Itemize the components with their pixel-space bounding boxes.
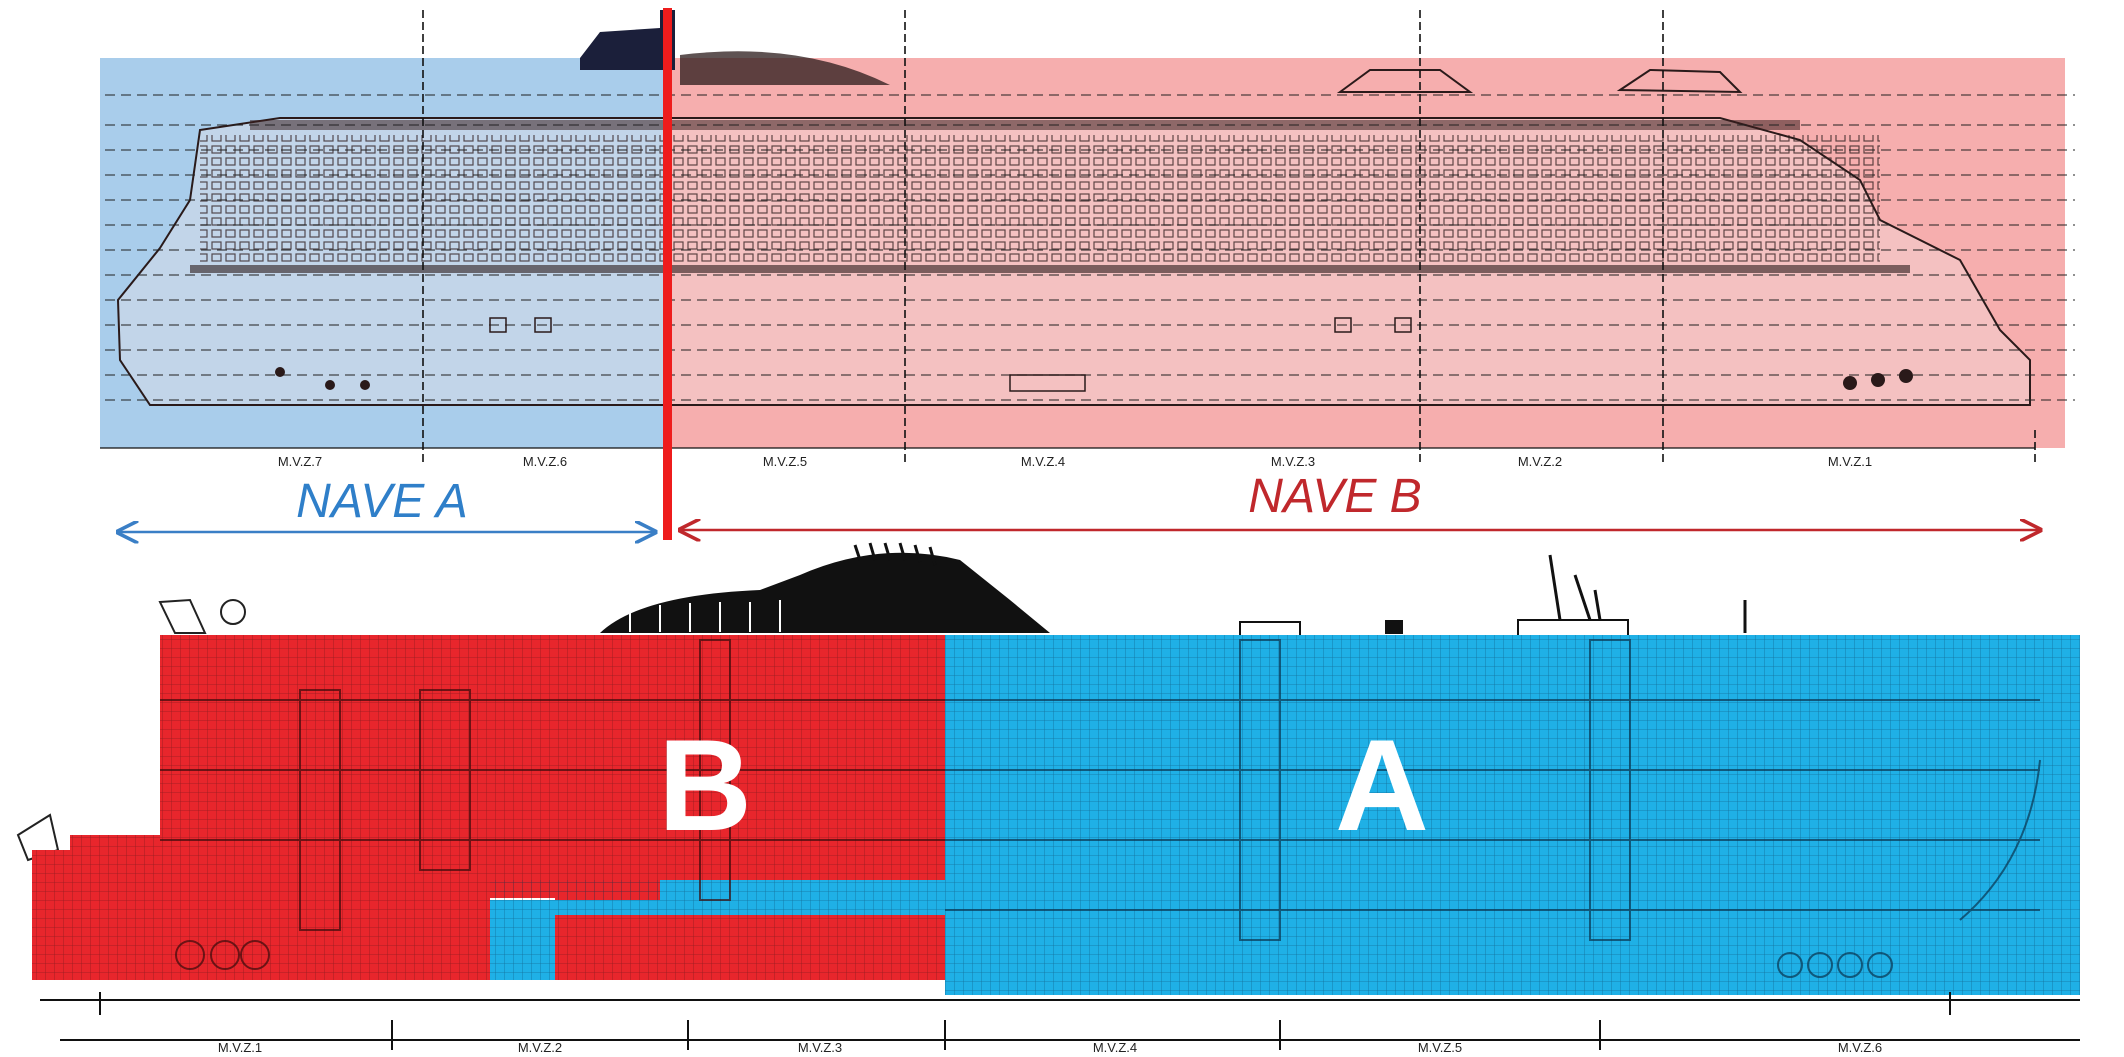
nave-a-label: NAVE A <box>296 475 468 528</box>
top-zone-label: M.V.Z.1 <box>1828 454 1872 469</box>
ship-superstructure-bottom <box>16 542 1747 862</box>
bottom-zone-label: M.V.Z.1 <box>218 1040 262 1055</box>
zone-dividers-top <box>422 10 2036 462</box>
top-zone-label: M.V.Z.4 <box>1021 454 1065 469</box>
nave-divider-line <box>663 8 672 540</box>
top-zone-label: M.V.Z.2 <box>1518 454 1562 469</box>
top-zone-label: M.V.Z.5 <box>763 454 807 469</box>
top-zone-label: M.V.Z.3 <box>1271 454 1315 469</box>
bottom-zone-label: M.V.Z.3 <box>798 1040 842 1055</box>
top-zone-label: M.V.Z.7 <box>278 454 322 469</box>
bottom-section-view: B A M.V.Z.1 M.V.Z.2 M.V.Z.3 M.V.Z.4 M.V.… <box>16 542 2080 1055</box>
frame-ruler <box>40 992 2080 1050</box>
bottom-zone-label: M.V.Z.5 <box>1418 1040 1462 1055</box>
internal-structure-b <box>160 639 945 970</box>
bottom-zone-label: M.V.Z.6 <box>1838 1040 1882 1055</box>
ship-profile-top <box>105 10 2075 406</box>
top-zone-label: M.V.Z.6 <box>523 454 567 469</box>
bottom-zone-label: M.V.Z.4 <box>1093 1040 1137 1055</box>
bottom-zone-label: M.V.Z.2 <box>518 1040 562 1055</box>
top-elevation-view: M.V.Z.7 M.V.Z.6 M.V.Z.5 M.V.Z.4 M.V.Z.3 … <box>100 8 2075 540</box>
block-a-letter: A <box>1335 712 1429 858</box>
internal-structure-a <box>945 639 2041 978</box>
nave-b-label: NAVE B <box>1248 470 1421 523</box>
block-b-letter: B <box>658 712 752 858</box>
